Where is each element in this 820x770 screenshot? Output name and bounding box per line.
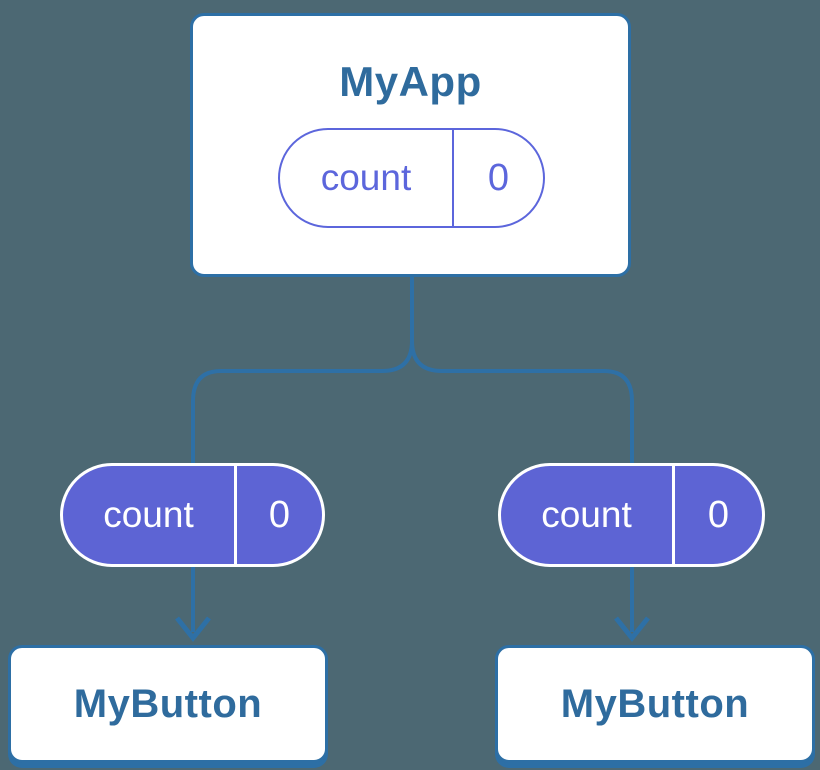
arrowhead-left-icon (175, 616, 211, 643)
node-mybutton-right-title: MyButton (560, 681, 750, 726)
state-pill-myapp: count 0 (278, 128, 545, 228)
node-mybutton-left-title: MyButton (73, 681, 263, 726)
node-mybutton-left: MyButton (8, 645, 328, 763)
state-key-label: count (320, 157, 412, 198)
connector-root-to-right (410, 277, 634, 632)
connector-root-to-left (191, 277, 414, 632)
state-value: 0 (707, 493, 730, 536)
pill-divider (234, 466, 237, 564)
state-value: 0 (268, 493, 291, 536)
state-value: 0 (487, 156, 510, 199)
pill-divider (452, 130, 454, 226)
state-key-label: count (103, 494, 194, 535)
state-key-label: count (541, 494, 632, 535)
node-mybutton-right: MyButton (495, 645, 815, 763)
node-myapp-title: MyApp (339, 58, 482, 105)
pill-divider (672, 466, 675, 564)
state-pill-left: count 0 (60, 463, 325, 567)
state-pill-right: count 0 (498, 463, 765, 567)
arrowhead-right-icon (614, 616, 650, 643)
